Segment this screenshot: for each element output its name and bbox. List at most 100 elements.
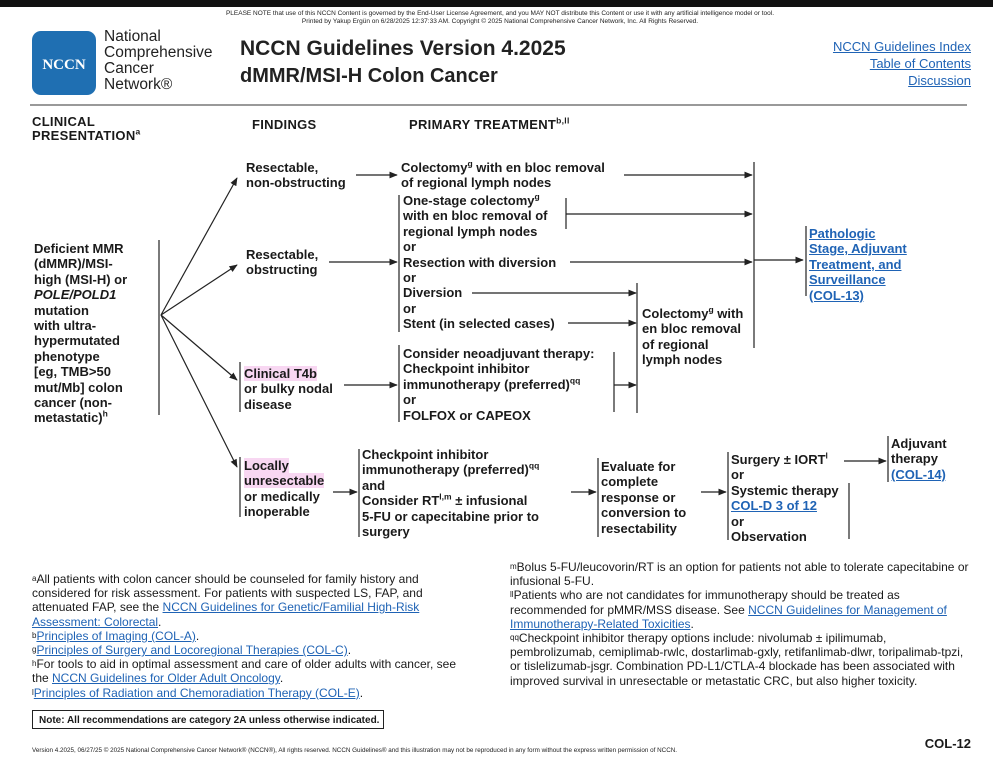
footnote-ref: g (708, 304, 714, 315)
adjuvant-line: therapy (891, 451, 938, 467)
finding-line: Clinical T4b (244, 366, 317, 381)
surgery-text: Surgery ± IORT (731, 452, 826, 467)
finding-line: obstructing (246, 262, 318, 278)
presentation-line: metastatic) (34, 410, 103, 426)
pathologic-link-line[interactable]: Stage, Adjuvant (809, 241, 907, 257)
finding-line: Locally (244, 458, 289, 473)
systemic-therapy-link[interactable]: COL-D 3 of 12 (731, 498, 817, 514)
adjuvant-link[interactable]: (COL-14) (891, 466, 946, 482)
footnote-link[interactable]: Principles of Surgery and Locoregional T… (36, 643, 348, 658)
finding-line: unresectable (244, 473, 325, 489)
finding-line: Resectable, (246, 160, 319, 175)
finding-line: or bulky nodal (244, 381, 333, 397)
findings-header: FINDINGS (252, 117, 317, 132)
or-label: or (403, 300, 416, 316)
surgery-options: Surgery ± IORTl or Systemic therapy COL-… (731, 451, 839, 545)
footnote-link[interactable]: NCCN Guidelines for Older Adult Oncology (52, 671, 280, 686)
top-bar (0, 0, 993, 7)
footnote-text: Checkpoint inhibitor therapy options inc… (510, 631, 964, 688)
footnote-link[interactable]: Principles of Radiation and Chemoradiati… (33, 685, 360, 700)
surgery-text: Systemic therapy (731, 482, 839, 498)
logo-line: Cancer (104, 60, 154, 77)
treatment-text: surgery (362, 524, 410, 540)
treatment-text: and (362, 477, 386, 493)
colectomy-text: Colectomy (642, 306, 709, 321)
pathologic-link-line[interactable]: (COL-13) (809, 287, 864, 303)
evaluate-line: complete (601, 474, 659, 490)
footnote-marker: a (32, 574, 37, 583)
footnote-text: All patients with colon cancer should be… (32, 572, 423, 615)
footnote-ref: l,m (439, 491, 452, 502)
header-sup: b,ll (556, 115, 570, 126)
footnote-text: For tools to aid in optimal assessment a… (32, 657, 457, 686)
footnotes-right: mBolus 5-FU/leucovorin/RT is an option f… (510, 560, 972, 688)
finding-line: disease (244, 396, 292, 412)
logo-wordmark: National Comprehensive Cancer Network® (104, 29, 213, 93)
footnote-marker: l (32, 687, 34, 697)
footnote-ref: qq (569, 375, 581, 386)
treatment-neoadjuvant: Consider neoadjuvant therapy: Checkpoint… (403, 346, 594, 423)
colectomy-box: Colectomyg with en bloc removal of regio… (642, 304, 744, 368)
treatment-text: immunotherapy (preferred) (403, 376, 570, 392)
footnote-item: mBolus 5-FU/leucovorin/RT is an option f… (510, 560, 972, 588)
evaluate-line: resectability (601, 520, 677, 536)
evaluate-line: conversion to (601, 505, 687, 521)
or-label: or (403, 270, 416, 286)
header-sup: a (135, 126, 141, 137)
nccn-logo: NCCN (32, 31, 96, 95)
footnote-text: Bolus 5-FU/leucovorin/RT is an option fo… (510, 560, 969, 589)
footnote-link[interactable]: Principles of Imaging (COL-A) (36, 628, 196, 643)
pathologic-link-line[interactable]: Surveillance (809, 272, 886, 288)
or-label: or (403, 392, 416, 408)
treatment-text: Checkpoint inhibitor (362, 447, 489, 462)
or-label: or (403, 239, 416, 255)
colectomy-text: lymph nodes (642, 352, 723, 368)
evaluate-line: Evaluate for (601, 459, 676, 474)
footnote-marker: ll (510, 590, 514, 600)
footnote-marker: h (32, 659, 37, 669)
top-links: NCCN Guidelines Index Table of Contents … (833, 38, 971, 89)
surgery-text: Observation (731, 529, 807, 545)
page-subtitle: dMMR/MSI-H Colon Cancer (240, 65, 498, 87)
presentation-line: mutation (34, 302, 89, 318)
presentation-line: Deficient MMR (34, 241, 124, 256)
presentation-line: (dMMR)/MSI- (34, 256, 113, 272)
category-note: Note: All recommendations are category 2… (32, 710, 384, 729)
treatment-text: Stent (in selected cases) (403, 316, 555, 332)
finding-clinical-t4b: Clinical T4b or bulky nodal disease (244, 366, 333, 412)
treatment-text: with en bloc removal (472, 160, 605, 175)
pathologic-link-line[interactable]: Treatment, and (809, 256, 902, 272)
treatment-text: with en bloc removal of (403, 208, 548, 224)
header-text: PRIMARY TREATMENT (409, 117, 557, 132)
footnote-link[interactable]: NCCN Guidelines for Genetic/Familial Hig… (32, 600, 420, 629)
pathologic-link-line[interactable]: Pathologic (809, 226, 876, 241)
colectomy-text: with (713, 306, 744, 321)
finding-line: non-obstructing (246, 175, 346, 191)
footnote-text: . (195, 628, 200, 643)
footnote-ref: qq (528, 461, 540, 472)
treatment-text: Checkpoint inhibitor (403, 361, 530, 377)
treatment-text: One-stage colectomy (403, 193, 535, 208)
treatment-text: Colectomy (401, 160, 468, 175)
pathologic-stage-link[interactable]: Pathologic Stage, Adjuvant Treatment, an… (809, 226, 907, 303)
treatment-obstructing-options: One-stage colectomyg with en bloc remova… (403, 192, 556, 332)
page-number: COL-12 (924, 736, 971, 751)
or-label: or (731, 467, 744, 483)
footnotes-left: aAll patients with colon cancer should b… (32, 572, 472, 700)
finding-line: inoperable (244, 504, 310, 520)
footnote-item: qqCheckpoint inhibitor therapy options i… (510, 631, 972, 688)
footnote-link[interactable]: NCCN Guidelines for Management of Immuno… (510, 602, 947, 631)
treatment-text: ± infusional (451, 493, 528, 509)
treatment-text: of regional lymph nodes (401, 175, 552, 191)
page-title: NCCN Guidelines Version 4.2025 (240, 37, 566, 60)
finding-resectable-obstructing: Resectable, obstructing (246, 247, 318, 278)
guidelines-index-link[interactable]: NCCN Guidelines Index (832, 39, 971, 54)
footnote-item: hFor tools to aid in optimal assessment … (32, 657, 472, 685)
presentation-line: POLE/POLD1 (34, 287, 117, 303)
discussion-link[interactable]: Discussion (908, 73, 971, 88)
table-of-contents-link[interactable]: Table of Contents (869, 56, 971, 71)
or-label: or (731, 513, 744, 529)
footnote-text: . (690, 616, 694, 631)
logo-abbr: NCCN (42, 57, 86, 73)
